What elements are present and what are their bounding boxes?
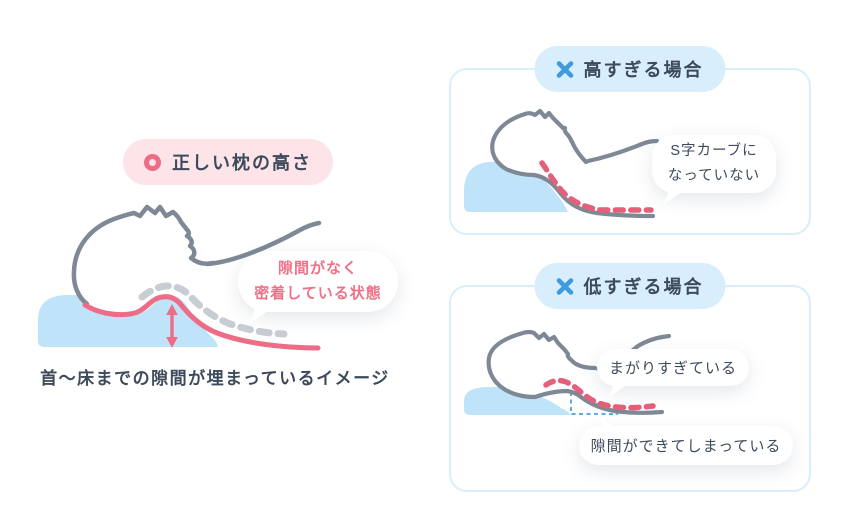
correct-height-header: 正しい枕の高さ: [123, 139, 333, 185]
head-outline: [486, 329, 665, 415]
bubble-tail: [596, 414, 617, 433]
bubble-tail: [247, 306, 268, 325]
gap-triangle: [570, 390, 619, 415]
neck-fit-line: [82, 294, 321, 351]
too-high-bubble-line2: なっていない: [667, 168, 761, 184]
too-high-header: 高すぎる場合: [534, 46, 726, 92]
too-high-label: 高すぎる場合: [583, 60, 704, 80]
too-low-bubble-gap-text: 隙間ができてしまっている: [590, 438, 782, 455]
correct-header-label: 正しい枕の高さ: [172, 153, 312, 173]
correct-bubble-line2: 密着している状態: [254, 284, 382, 302]
chest-line: [204, 220, 322, 267]
cross-icon: [556, 277, 574, 295]
too-low-panel: 低すぎる場合 まがりすぎている 隙間ができてしまっている: [449, 263, 811, 492]
too-low-label: 低すぎる場合: [583, 277, 704, 297]
correct-speech-bubble: 隙間がなく 密着している状態: [238, 251, 398, 325]
bubble-tail: [661, 187, 682, 206]
head-fill: [492, 111, 657, 216]
too-high-bubble-line1: S字カーブに: [670, 142, 758, 159]
too-low-header: 低すぎる場合: [534, 263, 726, 309]
bubble-tail: [606, 380, 627, 399]
too-low-bubble-gap: 隙間ができてしまっている: [579, 414, 793, 465]
pillow-shape: [464, 161, 568, 212]
head-outline: [71, 204, 216, 307]
correct-bubble-line1: 隙間がなく: [277, 259, 358, 277]
spine-dashed-line: [543, 377, 656, 411]
chest-line: [585, 138, 660, 164]
spine-dashed-line: [539, 160, 654, 213]
too-high-illustration: [464, 108, 660, 219]
too-low-bubble-bent-text: まがりすぎている: [608, 360, 737, 377]
correct-posture-illustration: [38, 204, 322, 351]
too-high-speech-bubble: S字カーブに なっていない: [652, 135, 776, 206]
cross-icon: [556, 60, 574, 78]
correct-ring-icon: [144, 153, 161, 171]
height-arrow-icon: [166, 304, 178, 348]
head-fill: [488, 332, 669, 413]
correct-caption: 首〜床までの隙間が埋まっているイメージ: [40, 369, 390, 388]
too-low-bubble-bent: まがりすぎている: [597, 349, 749, 399]
pillow-shape: [464, 386, 571, 415]
too-high-panel: 高すぎる場合 S字カーブに なっていない: [449, 46, 811, 235]
spine-dots: [138, 282, 288, 338]
